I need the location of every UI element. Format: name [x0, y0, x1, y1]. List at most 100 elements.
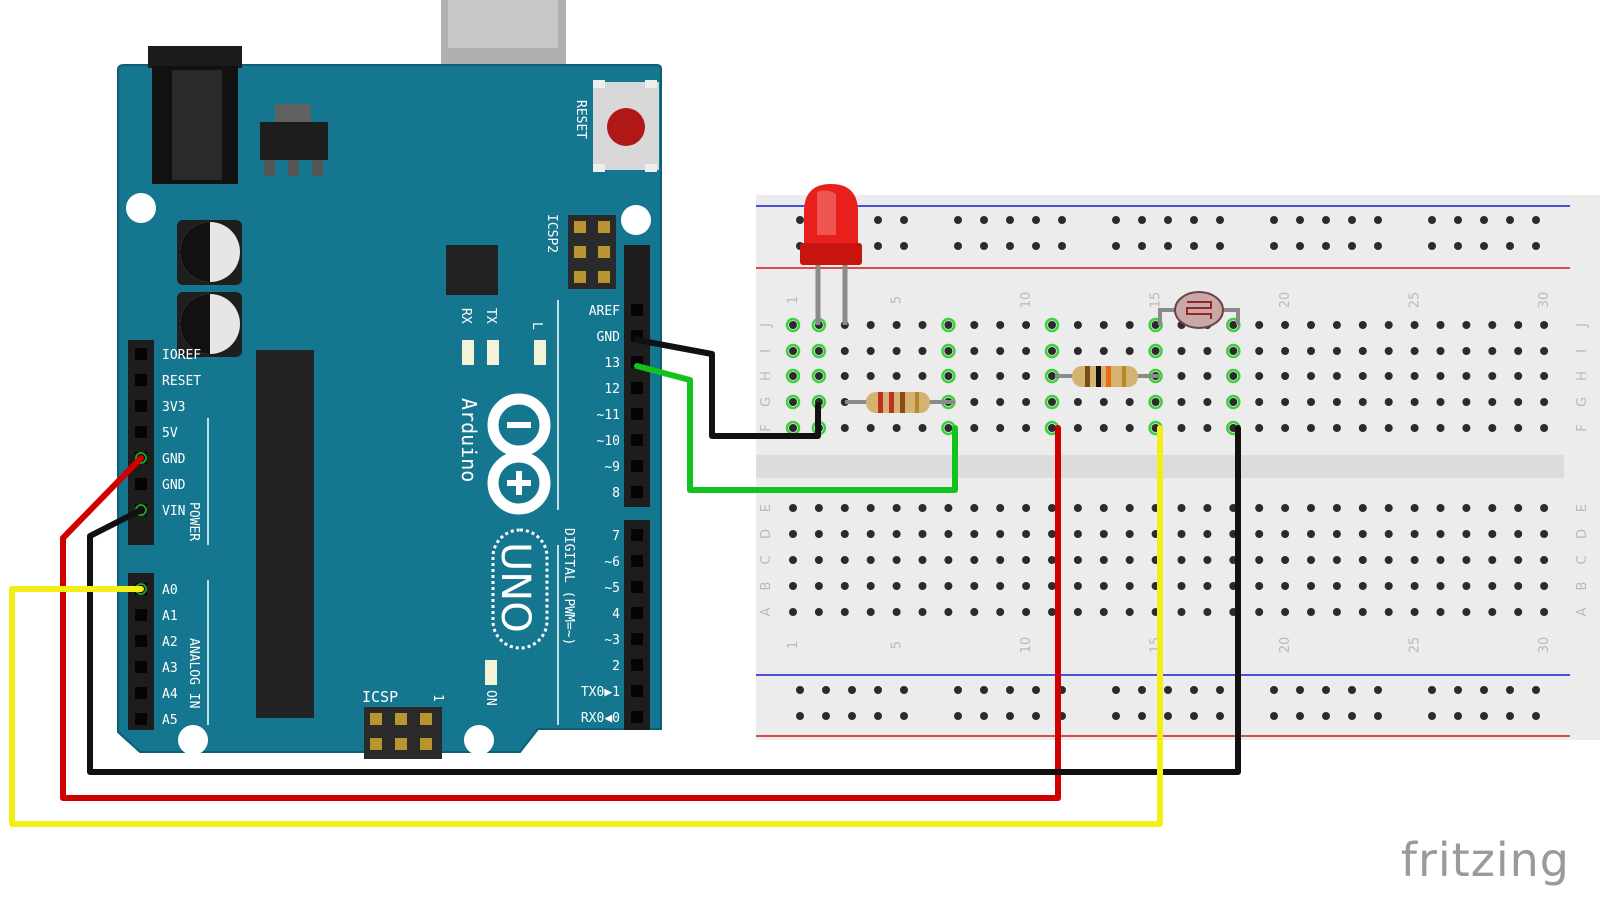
breadboard-hole[interactable] — [1514, 398, 1523, 406]
breadboard-hole[interactable] — [1540, 608, 1549, 616]
rail-hole[interactable] — [1480, 686, 1488, 694]
rail-hole[interactable] — [1006, 712, 1014, 720]
breadboard-hole[interactable] — [1384, 504, 1393, 512]
breadboard-hole[interactable] — [866, 582, 875, 590]
rail-hole[interactable] — [1374, 216, 1382, 224]
rail-hole[interactable] — [1058, 216, 1066, 224]
rail-hole[interactable] — [1480, 242, 1488, 250]
breadboard-hole[interactable] — [789, 347, 797, 355]
breadboard-hole[interactable] — [918, 608, 927, 616]
breadboard-hole[interactable] — [1048, 530, 1056, 538]
breadboard-hole[interactable] — [996, 504, 1005, 512]
breadboard-hole[interactable] — [1332, 424, 1341, 432]
breadboard-hole[interactable] — [1358, 398, 1367, 406]
breadboard-hole[interactable] — [1177, 424, 1186, 432]
header-pin[interactable] — [631, 304, 643, 316]
breadboard-hole[interactable] — [1203, 372, 1212, 380]
breadboard-hole[interactable] — [1307, 608, 1315, 616]
breadboard-hole[interactable] — [789, 530, 797, 538]
breadboard-hole[interactable] — [1514, 582, 1523, 590]
rail-hole[interactable] — [1480, 216, 1488, 224]
breadboard-hole[interactable] — [1462, 398, 1471, 406]
breadboard-hole[interactable] — [1125, 608, 1134, 616]
breadboard-hole[interactable] — [892, 530, 901, 538]
breadboard-hole[interactable] — [1281, 504, 1290, 512]
breadboard-hole[interactable] — [1048, 398, 1056, 406]
breadboard-hole[interactable] — [1307, 530, 1315, 538]
breadboard-hole[interactable] — [1436, 347, 1445, 355]
breadboard-hole[interactable] — [1488, 347, 1497, 355]
breadboard-hole[interactable] — [970, 347, 979, 355]
header-pin[interactable] — [631, 633, 643, 645]
breadboard-hole[interactable] — [1022, 398, 1031, 406]
breadboard-hole[interactable] — [840, 608, 849, 616]
breadboard-hole[interactable] — [918, 504, 927, 512]
rail-hole[interactable] — [1138, 712, 1146, 720]
rail-hole[interactable] — [1270, 686, 1278, 694]
breadboard-hole[interactable] — [918, 582, 927, 590]
breadboard-hole[interactable] — [1022, 582, 1031, 590]
breadboard-hole[interactable] — [1462, 530, 1471, 538]
breadboard-hole[interactable] — [1358, 321, 1367, 329]
breadboard-hole[interactable] — [789, 582, 797, 590]
breadboard-hole[interactable] — [1307, 347, 1315, 355]
breadboard-hole[interactable] — [1203, 530, 1212, 538]
breadboard-hole[interactable] — [1462, 608, 1471, 616]
breadboard-hole[interactable] — [1177, 556, 1186, 564]
breadboard-hole[interactable] — [1514, 372, 1523, 380]
breadboard-hole[interactable] — [892, 556, 901, 564]
breadboard-hole[interactable] — [1488, 582, 1497, 590]
breadboard-hole[interactable] — [892, 372, 901, 380]
breadboard-hole[interactable] — [1281, 608, 1290, 616]
breadboard-hole[interactable] — [944, 582, 953, 590]
breadboard-hole[interactable] — [840, 582, 849, 590]
rail-hole[interactable] — [980, 712, 988, 720]
rail-hole[interactable] — [1374, 242, 1382, 250]
rail-hole[interactable] — [900, 712, 908, 720]
breadboard-hole[interactable] — [1229, 321, 1238, 329]
breadboard-hole[interactable] — [1384, 556, 1393, 564]
header-pin[interactable] — [135, 348, 147, 360]
breadboard-hole[interactable] — [996, 582, 1005, 590]
header-pin[interactable] — [631, 659, 643, 671]
breadboard-hole[interactable] — [1488, 556, 1497, 564]
rail-hole[interactable] — [1532, 216, 1540, 224]
breadboard-hole[interactable] — [1332, 530, 1341, 538]
breadboard-hole[interactable] — [1540, 424, 1549, 432]
breadboard-hole[interactable] — [1358, 504, 1367, 512]
breadboard-hole[interactable] — [1125, 398, 1134, 406]
breadboard-hole[interactable] — [1514, 556, 1523, 564]
breadboard-hole[interactable] — [1177, 504, 1186, 512]
breadboard-hole[interactable] — [944, 504, 953, 512]
breadboard-hole[interactable] — [1488, 372, 1497, 380]
breadboard-hole[interactable] — [1229, 398, 1238, 406]
breadboard-hole[interactable] — [1125, 347, 1134, 355]
breadboard-hole[interactable] — [1073, 424, 1082, 432]
breadboard-hole[interactable] — [1462, 556, 1471, 564]
rail-hole[interactable] — [1506, 712, 1514, 720]
breadboard-hole[interactable] — [1048, 372, 1056, 380]
rail-hole[interactable] — [1454, 242, 1462, 250]
header-pin[interactable] — [631, 382, 643, 394]
breadboard-hole[interactable] — [1410, 372, 1419, 380]
breadboard-hole[interactable] — [1125, 582, 1134, 590]
rail-hole[interactable] — [1032, 686, 1040, 694]
breadboard-hole[interactable] — [944, 347, 953, 355]
breadboard-hole[interactable] — [866, 608, 875, 616]
breadboard-hole[interactable] — [1203, 504, 1212, 512]
breadboard-hole[interactable] — [1281, 530, 1290, 538]
rail-hole[interactable] — [1428, 686, 1436, 694]
breadboard-hole[interactable] — [1462, 347, 1471, 355]
rail-hole[interactable] — [1296, 216, 1304, 224]
breadboard-hole[interactable] — [1410, 556, 1419, 564]
rail-hole[interactable] — [1190, 216, 1198, 224]
breadboard-hole[interactable] — [1514, 347, 1523, 355]
breadboard-hole[interactable] — [1177, 372, 1186, 380]
breadboard-hole[interactable] — [892, 347, 901, 355]
breadboard-hole[interactable] — [1073, 608, 1082, 616]
breadboard-hole[interactable] — [1462, 424, 1471, 432]
breadboard-hole[interactable] — [1255, 321, 1264, 329]
header-pin[interactable] — [135, 426, 147, 438]
breadboard-hole[interactable] — [1307, 582, 1315, 590]
breadboard-hole[interactable] — [840, 556, 849, 564]
